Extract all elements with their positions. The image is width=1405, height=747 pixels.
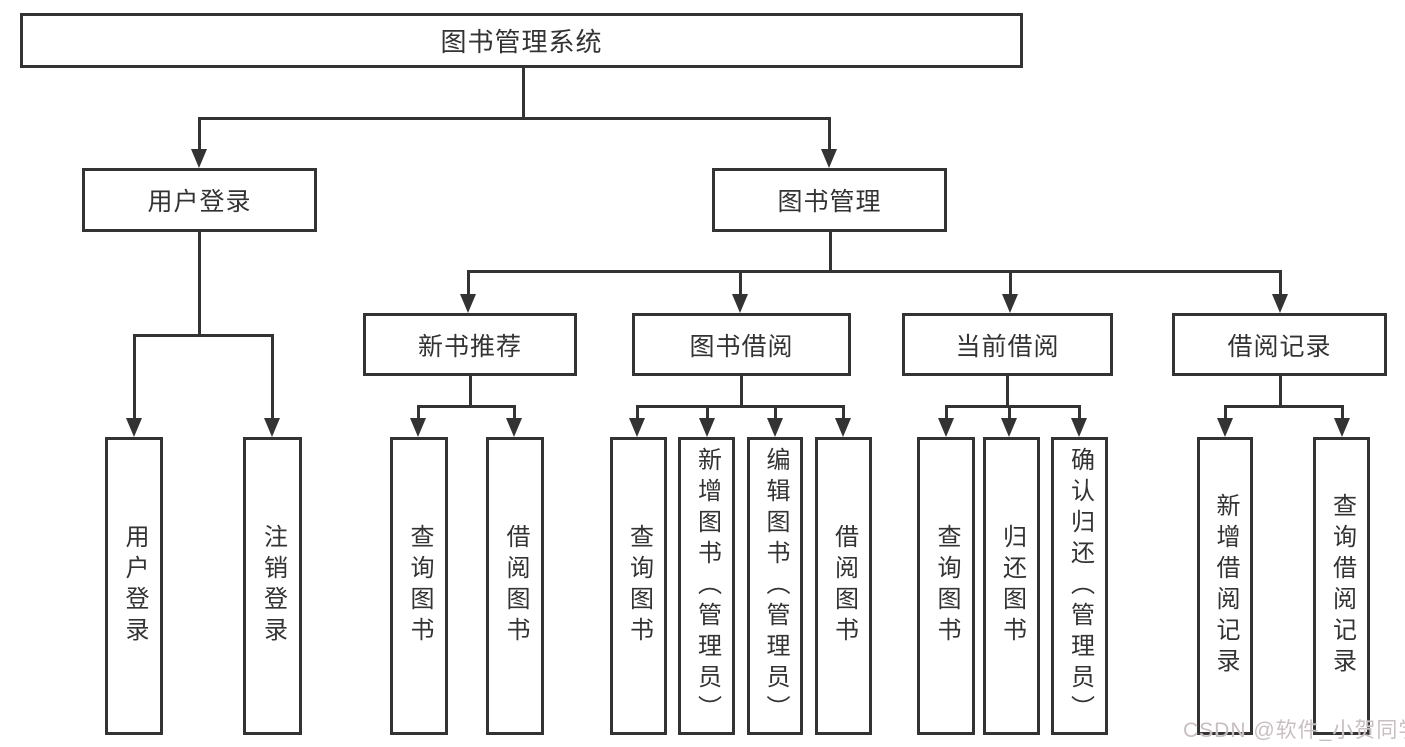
node-book-borrowing: 图书借阅 [632, 313, 851, 376]
connector-user-login-rail [132, 334, 274, 337]
node-user-login: 用户登录 [82, 168, 317, 232]
connector-new-book-recommend-stem [468, 374, 472, 408]
leaf-records-add-record-label: 新增借阅记录 [1212, 493, 1239, 679]
arrow-down-to-new-book-recommend [460, 270, 476, 313]
arrow-down-leaf [767, 405, 783, 437]
node-borrowing-records: 借阅记录 [1172, 313, 1387, 376]
connector-level2-rail [466, 270, 1282, 273]
node-book-management-label: 图书管理 [777, 188, 882, 216]
node-book-borrowing-label: 图书借阅 [689, 332, 794, 361]
leaf-recommend-query-books-label: 查询图书 [406, 524, 433, 648]
leaf-logout: 注销登录 [243, 437, 302, 735]
leaf-borrowing-edit-books-admin: 编辑图书（管理员） [747, 437, 803, 735]
connector-borrowing-records-rail [1223, 405, 1344, 408]
connector-book-borrowing-rail [635, 405, 845, 408]
connector-book-management-stem [828, 230, 832, 273]
leaf-current-query-books-label: 查询图书 [933, 524, 960, 648]
connector-borrowing-records-stem [1278, 374, 1282, 408]
node-new-book-recommend-label: 新书推荐 [417, 332, 522, 361]
arrow-down-leaf [410, 405, 426, 437]
arrow-down-leaf [699, 405, 715, 437]
arrow-down-to-current-borrowing [1002, 270, 1018, 313]
node-current-borrowing: 当前借阅 [902, 313, 1113, 376]
leaf-current-query-books: 查询图书 [917, 437, 975, 735]
arrow-down-leaf [1334, 405, 1350, 437]
leaf-recommend-borrow-books: 借阅图书 [486, 437, 544, 735]
leaf-borrowing-borrow-books: 借阅图书 [815, 437, 872, 735]
arrow-down-to-book-management [821, 117, 837, 168]
arrow-down-leaf [629, 405, 645, 437]
arrow-down-to-book-borrowing [732, 270, 748, 313]
arrow-down-to-user-login [191, 117, 207, 168]
node-user-login-label: 用户登录 [147, 188, 252, 216]
leaf-recommend-borrow-books-label: 借阅图书 [502, 524, 529, 648]
leaf-current-confirm-return-admin: 确认归还（管理员） [1051, 437, 1108, 735]
arrow-down-leaf [1217, 405, 1233, 437]
node-root: 图书管理系统 [20, 13, 1023, 68]
connector-user-login-stem [197, 230, 201, 337]
node-book-management: 图书管理 [712, 168, 947, 232]
leaf-borrowing-query-books-label: 查询图书 [625, 524, 653, 648]
node-borrowing-records-label: 借阅记录 [1227, 332, 1332, 361]
arrow-down-to-login-leaf [126, 334, 142, 437]
leaf-current-return-books: 归还图书 [983, 437, 1040, 735]
leaf-records-query-record-label: 查询借阅记录 [1328, 493, 1356, 679]
arrow-down-leaf [938, 405, 954, 437]
connector-level1-rail [197, 117, 831, 120]
connector-current-borrowing-stem [1005, 374, 1009, 408]
leaf-records-add-record: 新增借阅记录 [1197, 437, 1253, 735]
connector-current-borrowing-rail [944, 405, 1081, 408]
node-root-label: 图书管理系统 [440, 27, 603, 57]
arrow-down-leaf [506, 405, 522, 437]
arrow-down-to-borrowing-records [1272, 270, 1288, 313]
csdn-watermark: CSDN @软件_小贺同学 [1183, 719, 1405, 742]
leaf-user-login-label: 用户登录 [121, 524, 148, 648]
leaf-borrowing-query-books: 查询图书 [610, 437, 667, 735]
connector-new-book-recommend-rail [416, 405, 516, 408]
leaf-records-query-record: 查询借阅记录 [1313, 437, 1370, 735]
node-current-borrowing-label: 当前借阅 [955, 332, 1060, 361]
leaf-current-return-books-label: 归还图书 [998, 524, 1026, 648]
leaf-recommend-query-books: 查询图书 [390, 437, 448, 735]
arrow-down-leaf [1071, 405, 1087, 437]
leaf-borrowing-add-books-admin-label: 新增图书（管理员） [693, 446, 721, 726]
connector-root-stem [521, 66, 525, 119]
arrow-down-to-logout-leaf [264, 334, 280, 437]
leaf-current-confirm-return-admin-label: 确认归还（管理员） [1066, 446, 1094, 726]
leaf-borrowing-borrow-books-label: 借阅图书 [830, 524, 858, 648]
node-new-book-recommend: 新书推荐 [363, 313, 577, 376]
leaf-borrowing-edit-books-admin-label: 编辑图书（管理员） [762, 446, 789, 726]
arrow-down-leaf [835, 405, 851, 437]
arrow-down-leaf [1001, 405, 1017, 437]
leaf-borrowing-add-books-admin: 新增图书（管理员） [678, 437, 735, 735]
leaf-user-login: 用户登录 [105, 437, 163, 735]
connector-book-borrowing-stem [739, 374, 743, 408]
leaf-logout-label: 注销登录 [259, 524, 287, 648]
